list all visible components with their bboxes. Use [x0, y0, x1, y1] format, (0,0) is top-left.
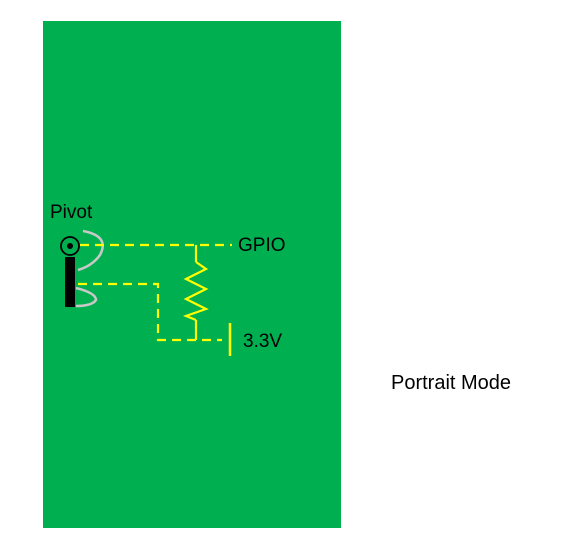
wiring — [78, 243, 232, 342]
resistor — [182, 245, 209, 340]
spring-arc-lower — [75, 286, 98, 308]
voltage-label: 3.3V — [243, 331, 282, 352]
pivot-label: Pivot — [50, 202, 93, 223]
spring-arc-upper — [77, 229, 104, 272]
pivot-center-dot — [67, 243, 73, 249]
pendulum-bar — [65, 257, 75, 307]
gpio-label: GPIO — [238, 235, 286, 256]
pivot-outer-ring — [60, 236, 80, 256]
ground-wire — [78, 282, 222, 342]
mode-label: Portrait Mode — [391, 372, 511, 394]
device-board — [43, 21, 341, 528]
